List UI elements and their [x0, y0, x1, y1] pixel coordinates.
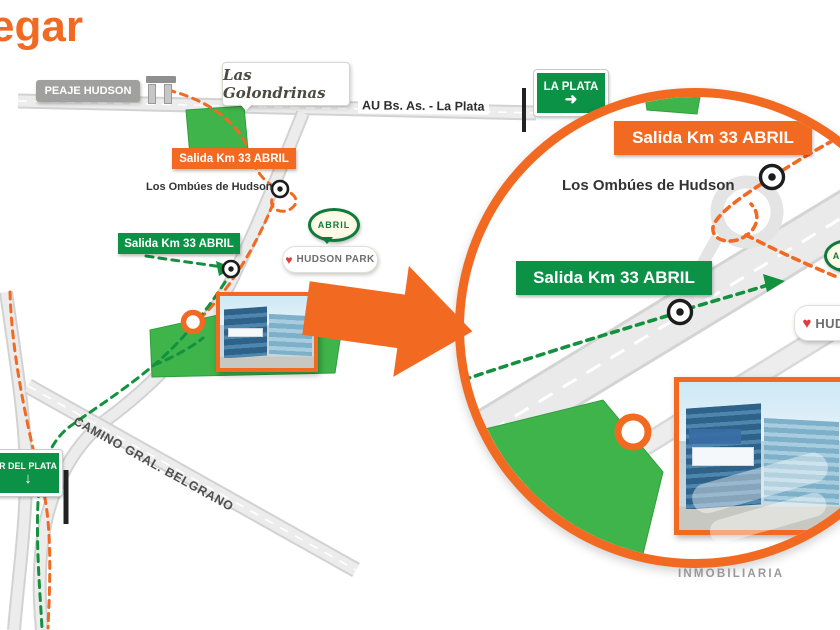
toll-booth-icon — [146, 74, 178, 106]
ombues-label: Los Ombúes de Hudson — [146, 181, 273, 193]
building-facade — [268, 313, 313, 357]
las-golondrinas-label: Las Golondrinas — [223, 66, 326, 102]
toll-pillar — [164, 84, 172, 104]
toll-pillar — [148, 84, 156, 104]
toll-sign: PEAJE HUDSON — [36, 80, 140, 102]
route-green-dashed — [35, 254, 234, 630]
toll-roof — [146, 76, 176, 83]
zoom-abril-label: ABRIL — [832, 251, 840, 261]
exit-marker — [270, 179, 290, 199]
zoom-exit-marker — [758, 163, 786, 191]
zoom-exit-km33-green-sign: Salida Km 33 ABRIL — [516, 261, 712, 295]
abril-badge: ABRIL — [308, 208, 360, 244]
zoom-hudson-park-label: HUDSON PARK — [815, 315, 840, 331]
exit-marker — [221, 259, 241, 279]
arrow-right-icon: ➜ — [564, 90, 578, 108]
zoom-green-parks — [472, 97, 701, 559]
zoom-exit-marker — [666, 298, 694, 326]
zoom-property-location-ring — [614, 413, 652, 451]
route-arrowhead — [763, 274, 785, 292]
building-ground — [679, 509, 840, 530]
las-golondrinas-sign: Las Golondrinas — [222, 62, 350, 106]
building-banner — [688, 429, 742, 445]
exit-km33-green-sign: Salida Km 33 ABRIL — [118, 233, 240, 254]
arrow-down-icon: ↓ — [24, 470, 32, 487]
hudson-park-sign: ♥ HUDSON PARK — [282, 246, 378, 273]
zoom-property-photo — [674, 377, 840, 535]
heart-icon: ♥ — [285, 252, 293, 267]
mar-del-plata-label: R DEL PLATA — [0, 461, 57, 471]
property-photo — [216, 292, 318, 372]
zoom-circle: Salida Km 33 ABRIL Los Ombúes de Hudson … — [455, 88, 840, 568]
building-banner — [227, 327, 264, 338]
zoom-hudson-park-sign: ♥ HUDSON PARK — [794, 305, 840, 341]
mar-del-plata-sign: R DEL PLATA ↓ — [0, 449, 63, 497]
zoom-exit-km33-orange-sign: Salida Km 33 ABRIL — [614, 121, 812, 155]
hudson-park-label: HUDSON PARK — [296, 254, 375, 265]
building-ground — [220, 357, 314, 368]
exit-km33-orange-sign: Salida Km 33 ABRIL — [172, 148, 296, 169]
property-location-ring — [180, 309, 206, 335]
building-banner — [692, 447, 755, 467]
heart-icon: ♥ — [802, 314, 812, 332]
zoom-route-green-dashed — [464, 274, 785, 382]
la-plata-label: LA PLATA — [543, 80, 599, 93]
zoom-ombues-label: Los Ombúes de Hudson — [562, 177, 735, 194]
page-title: egar — [0, 2, 83, 51]
la-plata-sign: LA PLATA ➜ — [533, 69, 609, 117]
watermark-text: INMOBILIARIA — [678, 568, 785, 580]
abril-label: ABRIL — [317, 220, 351, 230]
